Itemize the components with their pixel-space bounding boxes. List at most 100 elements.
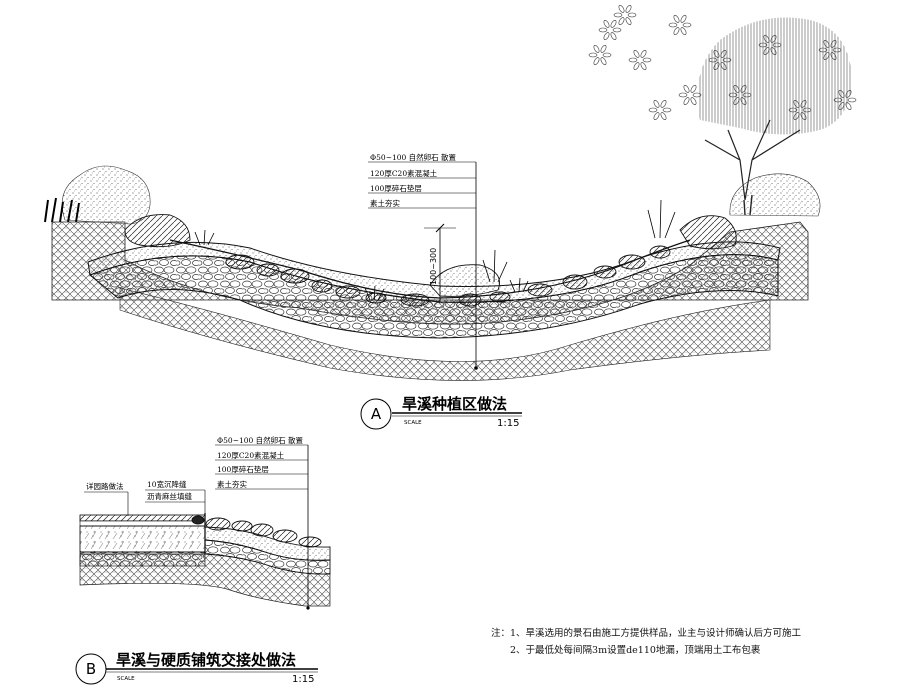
tree-leaf — [708, 57, 718, 63]
tree-leaf — [758, 42, 768, 48]
tree-leaf — [610, 32, 617, 41]
section-marker-a-letter: A — [371, 405, 382, 423]
tree-leaf — [733, 84, 740, 93]
tree-leaf — [660, 112, 667, 121]
tree-leaf — [728, 92, 738, 98]
tree-leaf — [680, 14, 687, 23]
tree-leaf — [668, 22, 678, 28]
section-a-scale-word: SCALE — [404, 420, 422, 426]
paving-method-label: 详园路做法 — [86, 481, 124, 491]
dimension-label: 100~300 — [429, 248, 438, 285]
section-marker-b-letter: B — [86, 660, 96, 678]
section-a-title: 旱溪种植区做法 — [402, 395, 507, 413]
tree-leaf — [845, 102, 852, 111]
paving-structure-b — [79, 513, 206, 567]
tree-leaf — [788, 107, 798, 113]
tree-leaf — [602, 52, 612, 58]
tree-leaf — [793, 112, 800, 121]
section-a-scale-value: 1:15 — [497, 418, 519, 429]
tree-leaf — [770, 34, 777, 43]
tree-leaf — [838, 102, 845, 111]
note-line-2: 2、于最低处每间隔3m设置de110地漏，顶端用土工布包裹 — [510, 645, 761, 656]
dimension-marker-a: 100~300 — [424, 223, 456, 302]
tree-leaf — [742, 92, 752, 98]
tree-leaf — [662, 107, 672, 113]
tree-leaf — [772, 42, 782, 48]
tree-leaf — [800, 99, 807, 108]
tree-leaf — [625, 17, 632, 26]
tree-leaf — [838, 89, 845, 98]
tree-leaf — [722, 57, 732, 63]
joint-filler-label: 沥青麻丝填缝 — [147, 491, 192, 501]
tree-leaf — [720, 49, 727, 58]
tree-leaf — [640, 62, 647, 71]
tree-leaf — [740, 84, 747, 93]
tree-leaf — [692, 92, 702, 98]
river-stones — [124, 214, 737, 307]
section-marker-a — [360, 398, 392, 430]
tree-leaf — [763, 47, 770, 56]
tree-leaf — [763, 34, 770, 43]
callout-b-4: 素土夯实 — [217, 479, 247, 489]
callout-b-1: Φ50~100 自然卵石 散置 — [217, 435, 304, 445]
tree-leaf — [598, 27, 608, 33]
note-line-1: 注：1、旱溪选用的景石由施工方提供样品，业主与设计师确认后方可施工 — [491, 628, 802, 639]
tree-leaf — [680, 27, 687, 36]
callout-a-1: Φ50~100 自然卵石 散置 — [370, 152, 457, 162]
title-block-a: A 旱溪种植区做法 SCALE 1:15 — [360, 395, 522, 430]
tree-leaf — [713, 62, 720, 71]
tree-leaf — [603, 32, 610, 41]
tree-leaf — [770, 47, 777, 56]
tree-leaf — [740, 97, 747, 106]
tree-leaf — [793, 99, 800, 108]
tree-leaf — [830, 39, 837, 48]
tree-leaf — [593, 44, 600, 53]
shrub-left — [44, 165, 151, 225]
tree-canopy — [588, 4, 857, 216]
tree-leaf — [625, 4, 632, 13]
tree-leaf — [648, 107, 658, 113]
title-block-b: B 旱溪与硬质铺筑交接处做法 SCALE 1:15 — [75, 651, 318, 685]
tree-leaf — [640, 49, 647, 58]
tree-leaf — [600, 44, 607, 53]
tree-leaf — [660, 99, 667, 108]
section-a-drawing: 100~300 Φ50~100 自然卵石 散置 120厚C20素混凝土 100厚… — [44, 4, 857, 430]
grass-tufts — [194, 199, 676, 301]
tree-leaf — [690, 84, 697, 93]
shrub-right — [729, 173, 821, 217]
callout-leader-b: Φ50~100 自然卵石 散置 120厚C20素混凝土 100厚碎石垫层 素土夯… — [215, 435, 310, 610]
tree-leaf — [690, 97, 697, 106]
tree-leaf — [612, 27, 622, 33]
tree-leaf — [823, 39, 830, 48]
tree-leaf — [603, 19, 610, 28]
tree-leaf — [633, 62, 640, 71]
tree-leaf — [627, 12, 637, 18]
tree-leaf — [673, 27, 680, 36]
tree-leaf — [653, 112, 660, 121]
tree-leaf — [588, 52, 598, 58]
tree-leaf — [832, 47, 842, 53]
tree-leaf — [600, 57, 607, 66]
tree-leaf — [618, 17, 625, 26]
tree-leaf — [673, 14, 680, 23]
tree-leaf — [818, 47, 828, 53]
callout-a-2: 120厚C20素混凝土 — [370, 168, 438, 178]
tree-leaf — [800, 112, 807, 121]
tree-leaf — [720, 62, 727, 71]
tree-leaf — [683, 84, 690, 93]
tree-leaf — [733, 97, 740, 106]
tree-leaf — [682, 22, 692, 28]
tree-leaf — [678, 92, 688, 98]
river-stones-b — [191, 515, 322, 548]
tree-leaf — [610, 19, 617, 28]
paving-labels-b: 详园路做法 10宽沉降缝 沥青麻丝填缝 — [84, 479, 206, 516]
tree-leaf — [833, 97, 843, 103]
callout-a-4: 素土夯实 — [370, 198, 400, 208]
tree-leaf — [830, 52, 837, 61]
tree-leaf — [823, 52, 830, 61]
tree-leaf — [633, 49, 640, 58]
tree-leaf — [618, 4, 625, 13]
tree-leaf — [713, 49, 720, 58]
section-b-scale-value: 1:15 — [292, 674, 314, 685]
